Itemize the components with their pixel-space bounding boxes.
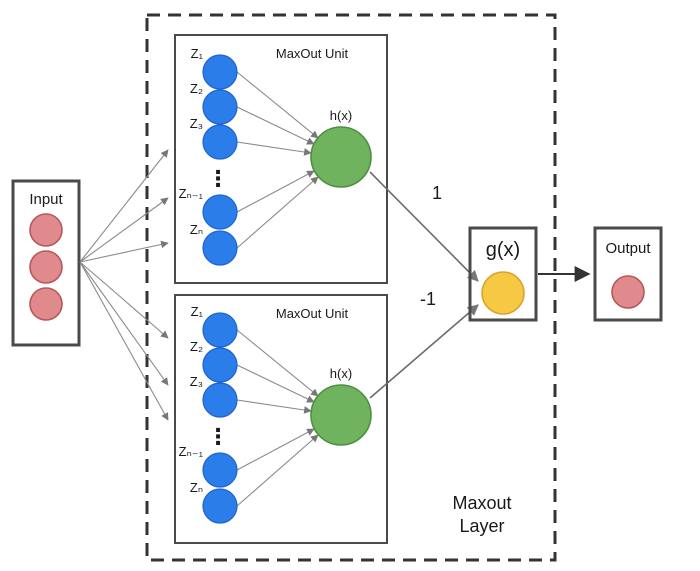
hidden-node: [202, 89, 238, 125]
gate-box: g(x): [468, 226, 538, 322]
hidden-node: [202, 452, 238, 488]
input-box-border: [11, 179, 81, 347]
z-label: Zₙ: [190, 222, 203, 237]
hidden-node: [202, 54, 238, 90]
output-node: [611, 275, 645, 309]
z-to-h-edge: [236, 329, 319, 397]
maxout-layer-label-line2: Layer: [459, 516, 504, 536]
hidden-node: [202, 347, 238, 383]
input-edge: [79, 261, 169, 339]
z-to-h-edge: [236, 399, 312, 414]
hidden-node: [202, 194, 238, 230]
input-edge: [79, 197, 169, 263]
z-label: Z₁: [191, 46, 204, 61]
maxout-unit-title: MaxOut Unit: [276, 306, 349, 321]
z-label: Z₃: [190, 374, 203, 389]
h-to-g-edge-top: [369, 171, 479, 282]
z-to-h-edge: [236, 434, 319, 507]
hidden-node: [202, 382, 238, 418]
z-to-h-edge: [236, 71, 319, 139]
hidden-node: [202, 312, 238, 348]
maxout-unit-top: MaxOut Unit Z₁ Z₂ Z₃ ⋮ Zₙ₋₁ Zₙ h(x): [174, 34, 388, 284]
output-box: Output: [593, 226, 663, 322]
hx-label: h(x): [330, 108, 352, 123]
hidden-node: [202, 230, 238, 266]
output-label: Output: [605, 240, 651, 257]
input-edge: [79, 261, 169, 386]
maxout-node: [310, 384, 372, 446]
hidden-node: [202, 488, 238, 524]
input-node: [29, 287, 63, 321]
z-label: Zₙ₋₁: [179, 444, 204, 459]
z-label: Z₂: [190, 339, 203, 354]
z-to-h-edge: [236, 364, 315, 403]
maxout-unit-bottom: MaxOut Unit Z₁ Z₂ Z₃ ⋮ Zₙ₋₁ Zₙ h(x): [174, 294, 388, 544]
weight-label-bottom: -1: [420, 289, 436, 309]
z-label: Zₙ₋₁: [179, 186, 204, 201]
output-box-border: [593, 226, 663, 322]
z-to-h-edge: [236, 176, 319, 249]
z-to-h-edge: [236, 106, 315, 145]
input-label: Input: [29, 191, 63, 208]
weight-label-top: 1: [432, 183, 442, 203]
z-label: Z₁: [191, 304, 204, 319]
z-to-h-edge: [236, 141, 312, 156]
ellipsis-dots: ⋮: [207, 166, 229, 191]
input-node: [29, 250, 63, 284]
hx-label: h(x): [330, 366, 352, 381]
gate-node: [481, 271, 525, 315]
input-edge: [79, 240, 169, 263]
input-box: Input: [11, 179, 81, 347]
maxout-layer-label-line1: Maxout: [452, 493, 511, 513]
input-edge: [79, 149, 169, 263]
h-to-g-edge-bottom: [369, 304, 479, 399]
input-fan-arrows: [79, 149, 169, 421]
z-label: Z₂: [190, 81, 203, 96]
maxout-unit-title: MaxOut Unit: [276, 46, 349, 61]
input-node: [29, 213, 63, 247]
input-edge: [79, 261, 169, 421]
z-label: Z₃: [190, 116, 203, 131]
hidden-node: [202, 124, 238, 160]
ellipsis-dots: ⋮: [207, 424, 229, 449]
z-label: Zₙ: [190, 480, 203, 495]
maxout-layer-box: [145, 13, 557, 562]
gate-box-border: [468, 226, 538, 322]
gate-label: g(x): [486, 239, 520, 261]
z-to-h-edge: [236, 428, 315, 471]
maxout-node: [310, 126, 372, 188]
z-to-h-edge: [236, 170, 315, 213]
